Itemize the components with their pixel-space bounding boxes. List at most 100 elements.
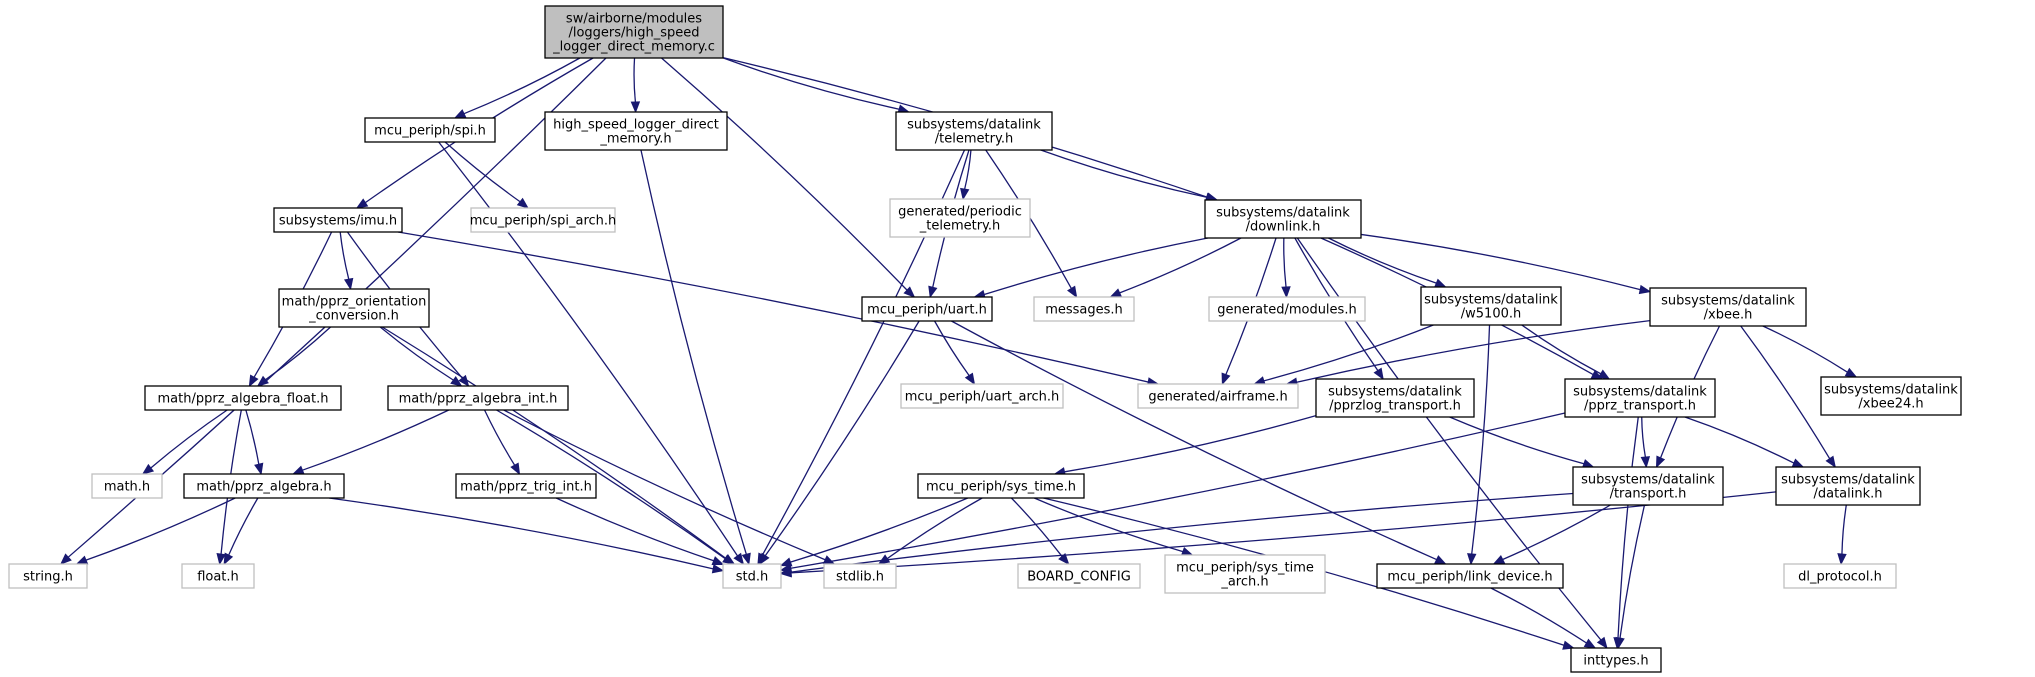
node-label: subsystems/datalink — [1781, 473, 1915, 488]
edge-algfloat-to-alg — [245, 409, 264, 476]
node-box — [1564, 378, 1716, 418]
node-messages[interactable]: messages.h — [1033, 296, 1135, 322]
edge-line — [1619, 504, 1646, 639]
edge-arrowhead — [1615, 636, 1625, 650]
node-downlink[interactable]: subsystems/datalink/downlink.h — [1204, 199, 1362, 239]
node-spi[interactable]: mcu_periph/spi.h — [364, 117, 496, 143]
node-transport[interactable]: subsystems/datalink/transport.h — [1572, 466, 1724, 506]
edge-orient-to-algint — [379, 326, 463, 387]
node-label: _logger_direct_memory.c — [552, 40, 715, 55]
node-label: mcu_periph/sys_time.h — [926, 480, 1076, 495]
node-alg[interactable]: math/pprz_algebra.h — [183, 473, 345, 499]
edge-arrowhead — [1791, 458, 1805, 468]
node-uartarch[interactable]: mcu_periph/uart_arch.h — [900, 383, 1064, 409]
node-genair[interactable]: generated/airframe.h — [1137, 383, 1299, 409]
edge-telem-to-genper — [960, 149, 972, 201]
node-w5100[interactable]: subsystems/datalink/w5100.h — [1420, 286, 1562, 326]
edge-datalink-to-dlproto — [1837, 504, 1847, 566]
node-inttypes[interactable]: inttypes.h — [1570, 647, 1662, 673]
node-genmod[interactable]: generated/modules.h — [1208, 296, 1366, 322]
node-label: _telemetry.h — [919, 219, 1001, 234]
edge-line — [983, 237, 1208, 296]
edge-line — [1360, 233, 1641, 291]
node-systimearch[interactable]: mcu_periph/sys_time_arch.h — [1164, 554, 1326, 594]
edge-line — [790, 412, 1566, 569]
node-systime[interactable]: mcu_periph/sys_time.h — [917, 473, 1085, 499]
edge-arrowhead — [141, 463, 155, 475]
edge-arrowhead — [1597, 369, 1611, 380]
node-orient[interactable]: math/pprz_orientation_conversion.h — [278, 288, 430, 328]
node-label: subsystems/datalink — [1581, 473, 1715, 488]
edge-arrowhead — [216, 552, 226, 566]
node-box — [1649, 287, 1807, 327]
node-box — [8, 563, 88, 589]
edge-line — [265, 326, 332, 381]
node-string[interactable]: string.h — [8, 563, 88, 589]
edge-arrowhead — [344, 277, 354, 291]
edge-line — [1034, 497, 1184, 553]
node-board[interactable]: BOARD_CONFIG — [1017, 563, 1141, 589]
node-std[interactable]: std.h — [722, 563, 782, 589]
node-label: generated/modules.h — [1217, 303, 1356, 318]
edge-transport-to-inttypes — [1615, 504, 1646, 650]
edge-spi-to-std — [438, 141, 745, 566]
node-box — [1376, 563, 1564, 589]
node-label: high_speed_logger_direct — [553, 118, 719, 133]
edge-line — [1502, 504, 1611, 561]
edge-alg-to-std — [328, 497, 725, 574]
node-label: math/pprz_algebra_int.h — [399, 392, 558, 407]
node-box — [144, 385, 342, 411]
node-box — [1208, 296, 1366, 322]
node-algint[interactable]: math/pprz_algebra_int.h — [387, 385, 569, 411]
edge-arrowhead — [1844, 367, 1858, 378]
node-hsl[interactable]: high_speed_logger_direct_memory.h — [544, 111, 728, 151]
edge-line — [379, 326, 454, 381]
edge-line — [964, 149, 972, 190]
node-label: math/pprz_algebra.h — [196, 480, 331, 495]
node-box — [1315, 378, 1475, 418]
node-spiarch[interactable]: mcu_periph/spi_arch.h — [470, 207, 617, 233]
node-root[interactable]: sw/airborne/modules/loggers/high_speed_l… — [544, 5, 724, 59]
edge-line — [483, 409, 516, 466]
edge-line — [1490, 587, 1587, 644]
edge-line — [463, 57, 581, 115]
node-stdlib[interactable]: stdlib.h — [823, 563, 897, 589]
edge-arrowhead — [1109, 288, 1123, 298]
node-box — [470, 207, 616, 233]
node-dlproto[interactable]: dl_protocol.h — [1783, 563, 1897, 589]
node-mathh[interactable]: math.h — [91, 473, 163, 499]
edge-pprztr-to-datalink — [1684, 416, 1805, 468]
edge-arrowhead — [1067, 285, 1078, 299]
edge-systime-to-std — [779, 497, 969, 567]
node-linkdev[interactable]: mcu_periph/link_device.h — [1376, 563, 1564, 589]
edge-arrowhead — [1492, 555, 1506, 565]
node-pprzlog[interactable]: subsystems/datalink/pprzlog_transport.h — [1315, 378, 1475, 418]
node-xbee[interactable]: subsystems/datalink/xbee.h — [1649, 287, 1807, 327]
node-trig[interactable]: math/pprz_trig_int.h — [455, 473, 597, 499]
node-float[interactable]: float.h — [181, 563, 255, 589]
node-box — [455, 473, 597, 499]
edge-line — [438, 141, 739, 557]
edge-hsl-to-std — [640, 149, 751, 566]
node-uart[interactable]: mcu_periph/uart.h — [861, 296, 993, 322]
node-genper[interactable]: generated/periodic_telemetry.h — [889, 198, 1031, 238]
edge-pprztr-to-inttypes — [1613, 416, 1639, 650]
node-label: subsystems/datalink — [1573, 385, 1707, 400]
node-label: sw/airborne/modules — [566, 12, 702, 27]
edge-arrowhead — [516, 197, 529, 209]
node-label: mcu_periph/link_device.h — [1387, 570, 1552, 585]
node-telem[interactable]: subsystems/datalink/telemetry.h — [895, 111, 1053, 151]
edge-line — [1040, 149, 1207, 198]
node-imu[interactable]: subsystems/imu.h — [273, 207, 403, 233]
node-algfloat[interactable]: math/pprz_algebra_float.h — [144, 385, 342, 411]
node-pprztr[interactable]: subsystems/datalink/pprz_transport.h — [1564, 378, 1716, 418]
node-box — [823, 563, 897, 589]
node-xbee24[interactable]: subsystems/datalink/xbee24.h — [1820, 376, 1962, 416]
node-label: mcu_periph/spi_arch.h — [470, 214, 617, 229]
node-label: math/pprz_algebra_float.h — [158, 392, 329, 407]
edge-arrowhead — [1640, 456, 1651, 469]
edge-arrowhead — [510, 462, 521, 476]
edge-transport-to-linkdev — [1492, 504, 1611, 565]
node-datalink[interactable]: subsystems/datalink/datalink.h — [1775, 466, 1921, 506]
nodes-layer: sw/airborne/modules/loggers/high_speed_l… — [8, 5, 1962, 673]
